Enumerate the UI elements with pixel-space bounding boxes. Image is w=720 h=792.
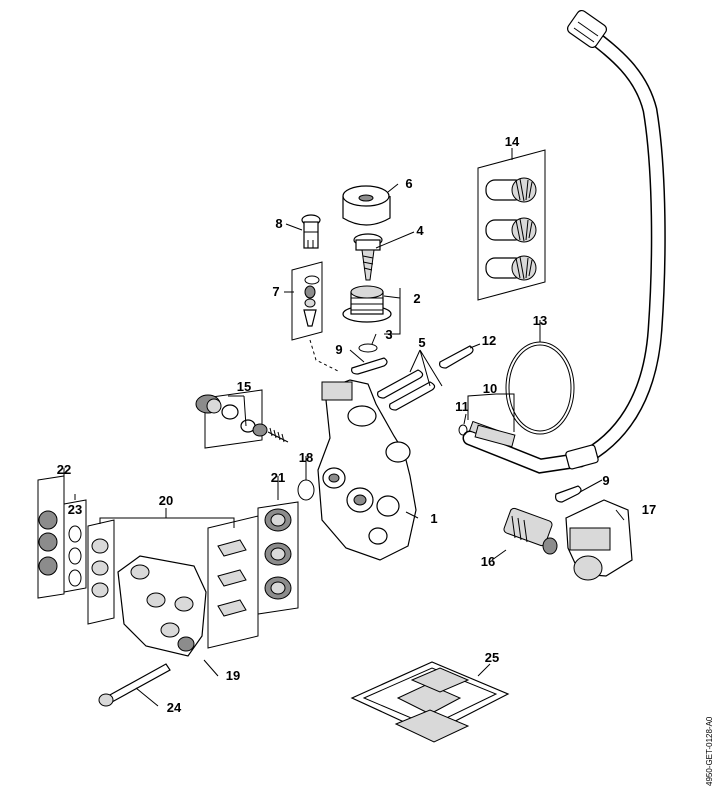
leader-lines bbox=[63, 148, 625, 707]
retaining-clip bbox=[439, 345, 474, 369]
callout-9-upper: 9 bbox=[335, 342, 342, 357]
seal-kit bbox=[37, 475, 65, 599]
valve-set bbox=[477, 149, 546, 301]
callout-11: 11 bbox=[455, 399, 469, 414]
retaining-clip-upper bbox=[351, 357, 388, 375]
callout-19: 19 bbox=[226, 668, 240, 683]
callout-22: 22 bbox=[57, 462, 71, 477]
callout-labels: 1 2 3 4 5 6 7 8 9 9 10 11 12 13 14 15 16… bbox=[57, 134, 656, 715]
retaining-clip-right bbox=[555, 485, 582, 503]
callout-3: 3 bbox=[385, 327, 392, 342]
callout-5: 5 bbox=[418, 335, 425, 350]
cap bbox=[342, 185, 391, 226]
callout-21: 21 bbox=[271, 470, 285, 485]
callout-24: 24 bbox=[167, 700, 182, 715]
unloader-piston bbox=[353, 233, 383, 281]
seal-set-21 bbox=[257, 501, 299, 615]
callout-7: 7 bbox=[272, 284, 279, 299]
callout-15: 15 bbox=[237, 379, 251, 394]
callout-17: 17 bbox=[642, 502, 656, 517]
drawing-code: 4950-GET-0128-A0 bbox=[705, 716, 714, 786]
ring-set bbox=[63, 499, 87, 593]
pump-head bbox=[117, 555, 207, 657]
seal-ring bbox=[458, 424, 468, 436]
plunger-set bbox=[87, 515, 259, 649]
callout-20: 20 bbox=[159, 493, 173, 508]
o-ring-medium bbox=[297, 479, 315, 501]
callout-10: 10 bbox=[483, 381, 497, 396]
callout-12: 12 bbox=[482, 333, 496, 348]
valve-kit bbox=[195, 389, 289, 449]
o-ring-small bbox=[358, 343, 378, 353]
valve-housing bbox=[342, 285, 392, 323]
callout-6: 6 bbox=[405, 176, 412, 191]
gasket-set bbox=[350, 661, 510, 743]
callout-18: 18 bbox=[299, 450, 313, 465]
callout-14: 14 bbox=[505, 134, 520, 149]
callout-2: 2 bbox=[413, 291, 420, 306]
callout-13: 13 bbox=[533, 313, 547, 328]
bolt bbox=[98, 663, 171, 707]
callout-23: 23 bbox=[68, 502, 82, 517]
callout-16: 16 bbox=[481, 554, 495, 569]
pump-housing bbox=[317, 379, 417, 561]
callout-9-right: 9 bbox=[602, 473, 609, 488]
callout-4: 4 bbox=[416, 223, 424, 238]
pressure-pipe bbox=[474, 424, 516, 448]
switch-housing bbox=[565, 499, 633, 581]
callout-8: 8 bbox=[275, 216, 282, 231]
o-ring-large bbox=[505, 341, 575, 435]
callout-25: 25 bbox=[485, 650, 499, 665]
thermal-valve bbox=[301, 214, 321, 249]
callout-1: 1 bbox=[430, 511, 437, 526]
valve-parts bbox=[291, 261, 341, 373]
pressure-switch bbox=[503, 507, 558, 555]
retaining-clips bbox=[377, 369, 436, 411]
